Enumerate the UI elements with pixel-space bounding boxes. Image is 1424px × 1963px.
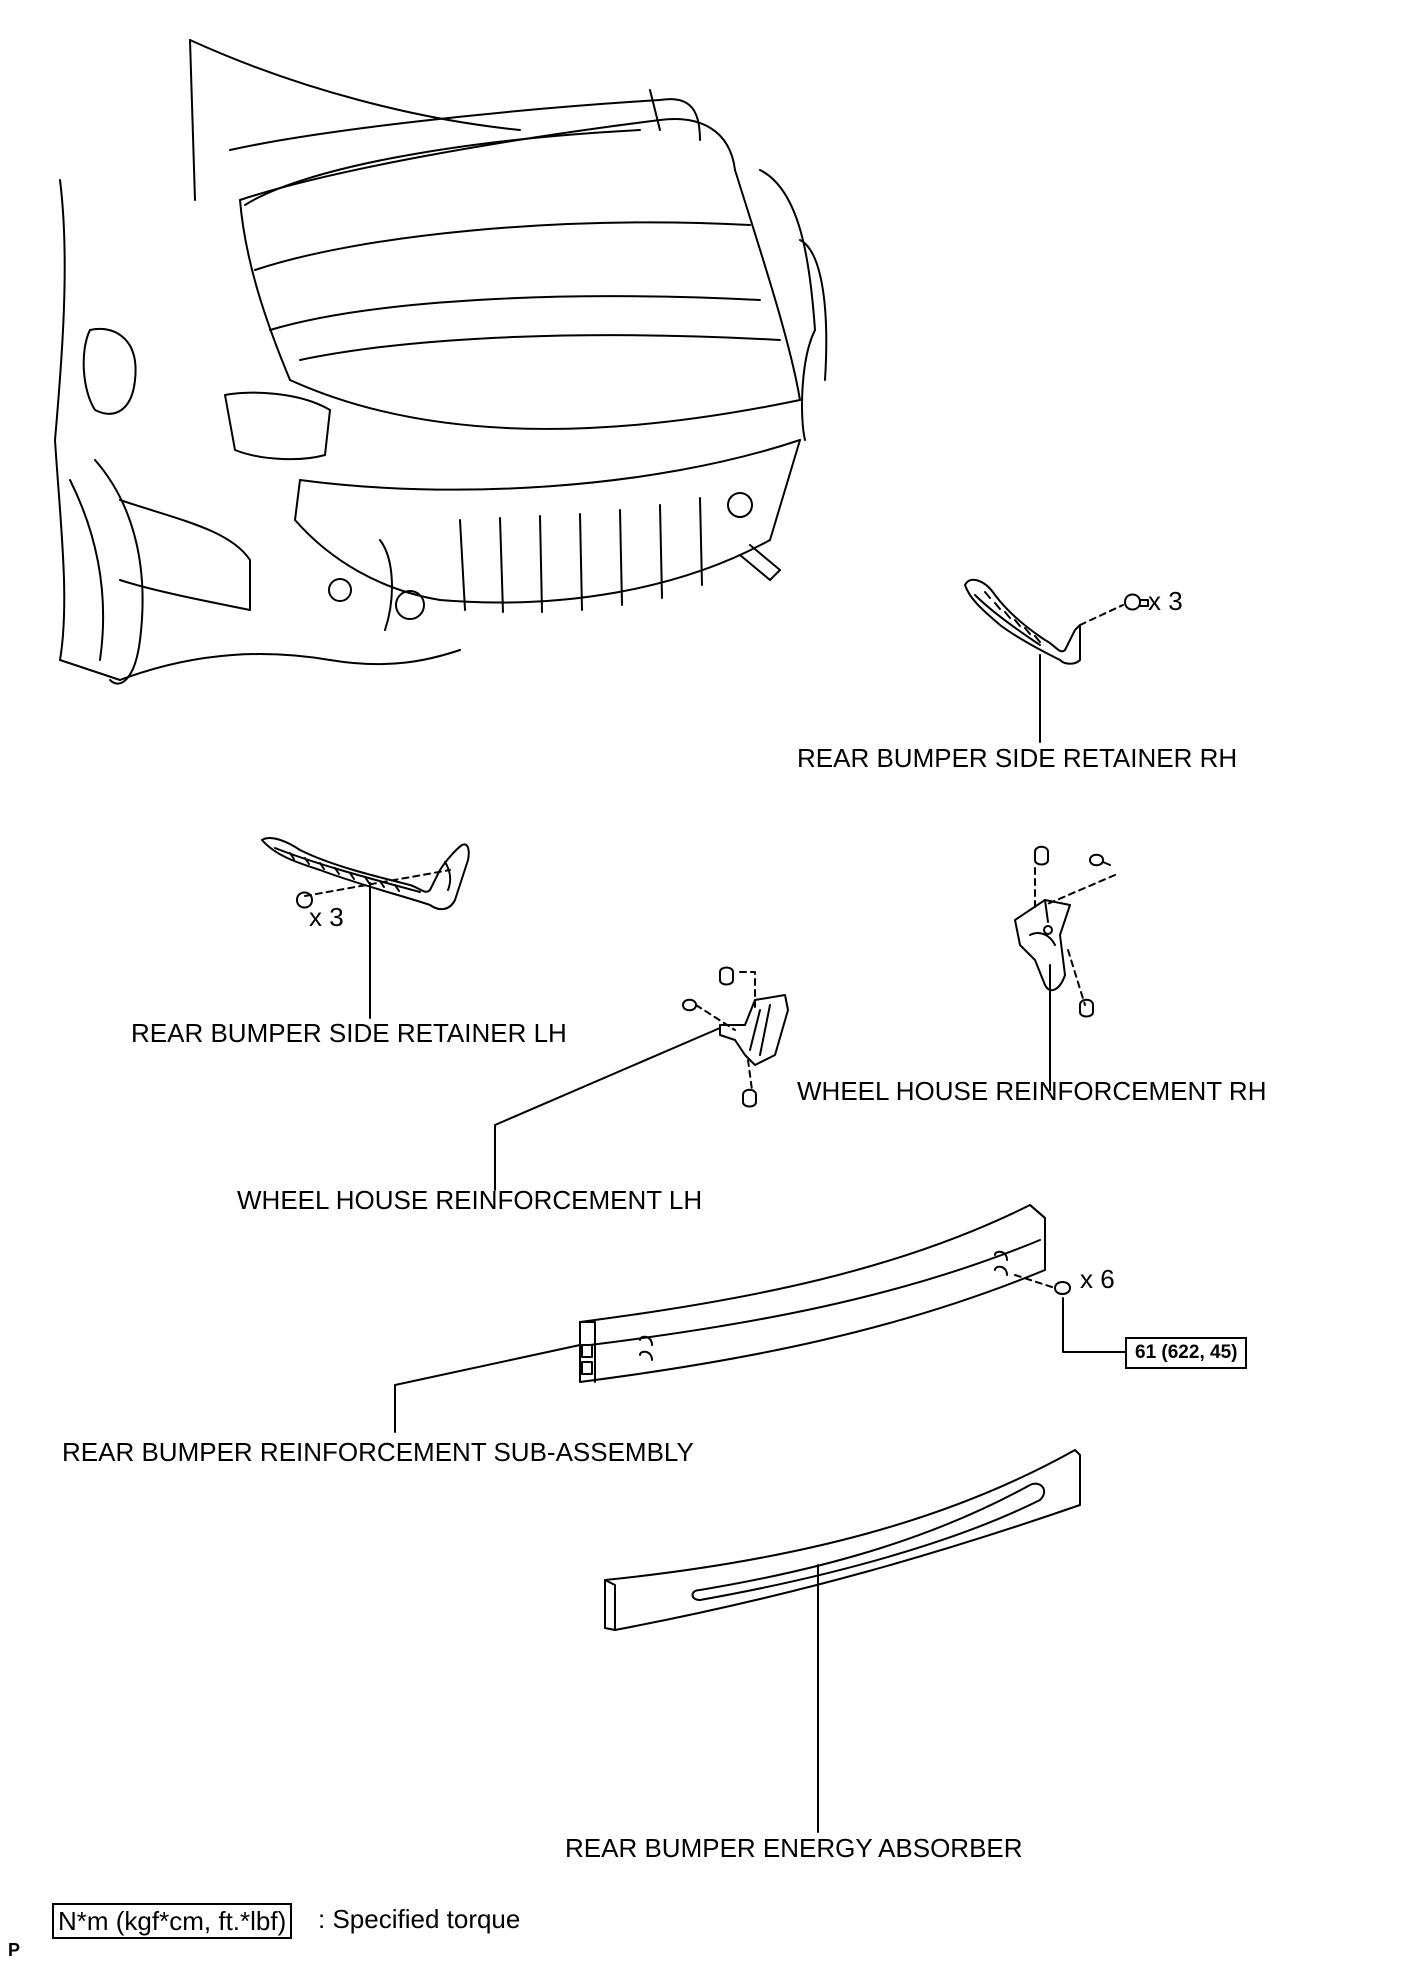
vehicle-rear-illustration	[54, 39, 828, 685]
side-retainer-lh-part	[261, 837, 470, 911]
side-retainer-rh-label: REAR BUMPER SIDE RETAINER RH	[797, 743, 1238, 773]
energy-absorber-part	[604, 1449, 1081, 1631]
rh-retainer-clip-quantity: x 3	[1148, 586, 1183, 616]
reinforcement-sub-assembly-part	[579, 1204, 1071, 1383]
torque-legend-unit-box: N*m (kgf*cm, ft.*lbf)	[52, 1903, 293, 1939]
side-retainer-lh-label: REAR BUMPER SIDE RETAINER LH	[131, 1018, 567, 1048]
corner-mark: P	[8, 1940, 21, 1960]
wheel-house-lh-part	[682, 966, 789, 1108]
reinforcement-nut-quantity: x 6	[1080, 1264, 1115, 1294]
leader-wheel-house-lh	[494, 1027, 721, 1191]
wheel-house-rh-label: WHEEL HOUSE REINFORCEMENT RH	[797, 1076, 1267, 1106]
reinforcement-sub-assembly-label: REAR BUMPER REINFORCEMENT SUB-ASSEMBLY	[62, 1437, 694, 1467]
wheel-house-lh-label: WHEEL HOUSE REINFORCEMENT LH	[237, 1185, 703, 1215]
side-retainer-rh-part	[964, 578, 1149, 665]
wheel-house-rh-part	[1014, 845, 1116, 1018]
leader-torque-nut	[1062, 1297, 1126, 1353]
torque-legend-description: : Specified torque	[318, 1904, 521, 1934]
energy-absorber-label: REAR BUMPER ENERGY ABSORBER	[565, 1833, 1023, 1863]
leader-reinforcement-sub-assembly	[394, 1344, 581, 1433]
lh-retainer-clip-quantity: x 3	[309, 902, 344, 932]
torque-spec-box: 61 (622, 45)	[1125, 1337, 1248, 1369]
